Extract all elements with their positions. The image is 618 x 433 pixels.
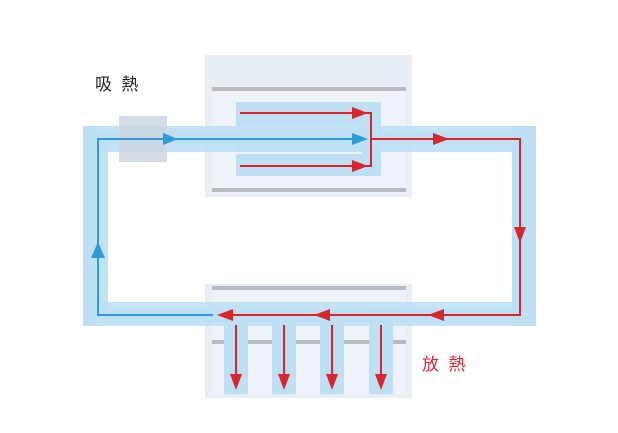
cold-arrow-right-icon <box>163 133 178 145</box>
cold-flow-line-top <box>97 138 355 141</box>
hot-arrow-left-1-icon <box>428 309 444 321</box>
cold-flow-line <box>97 141 213 316</box>
loop-interior-mid <box>204 197 412 284</box>
hot-arrow-down-fin-4-icon <box>375 374 387 390</box>
loop-interior-right <box>412 152 512 302</box>
pipe-left <box>83 126 99 326</box>
hot-arrow-left-3-icon <box>217 309 233 321</box>
hot-arrow-down-fin-1-icon <box>230 374 242 390</box>
evaporator-top-bar <box>212 87 406 91</box>
evaporator-bottom-bar <box>212 188 406 192</box>
radiator-mid-bar <box>212 340 406 344</box>
hot-arrow-down-fin-2-icon <box>278 374 290 390</box>
radiator-top-bar <box>212 286 406 290</box>
hot-arrow-right-2-icon <box>352 160 368 172</box>
hot-arrow-down-icon <box>514 227 526 243</box>
hot-arrow-right-3-icon <box>433 133 449 145</box>
cold-arrow-right-2-icon <box>352 133 368 145</box>
release-heat-label: 放 熱 <box>422 355 468 375</box>
absorb-heat-label: 吸 熱 <box>95 75 141 95</box>
hot-arrow-down-fin-3-icon <box>326 374 338 390</box>
pipe-right <box>512 126 536 326</box>
cold-flow <box>97 138 355 316</box>
evaporator-gap-bottom <box>236 151 362 154</box>
hot-arrow-right-1-icon <box>352 107 368 119</box>
cold-arrow-up-icon <box>91 242 105 258</box>
loop-interior <box>108 152 204 302</box>
hot-arrow-left-2-icon <box>314 309 330 321</box>
